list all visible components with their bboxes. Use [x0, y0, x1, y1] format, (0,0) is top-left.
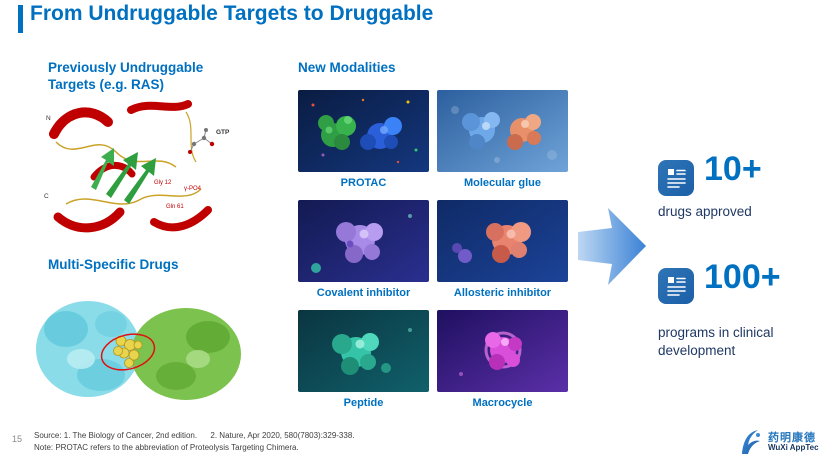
modalities-grid: PROTAC Molecular	[298, 90, 568, 414]
drugs-approved-value: 10+	[704, 150, 762, 188]
wuxi-apptec-logo-text: 药明康德 WuXi AppTec	[768, 432, 819, 453]
drugs-approved-icon	[658, 160, 694, 196]
clinical-programs-icon	[658, 268, 694, 304]
modality-tile-macrocycle: Macrocycle	[437, 310, 568, 414]
macrocycle-label: Macrocycle	[472, 397, 533, 409]
undruggable-targets-heading: Previously Undruggable Targets (e.g. RAS…	[48, 60, 204, 92]
annotation-gln61: Gln 61	[166, 204, 184, 210]
modality-tile-molecular-glue: Molecular glue	[437, 90, 568, 194]
molecular-glue-image	[437, 90, 568, 172]
annotation-gly12: Gly 12	[154, 180, 172, 186]
drugs-approved-label: drugs approved	[658, 204, 752, 219]
clinical-programs-value: 100+	[704, 258, 781, 296]
title-accent-bar	[18, 5, 23, 33]
logo-name-cn: 药明康德	[768, 431, 816, 444]
ras-protein-structure-image: N C GTP Gly 12 γ-PO4 Gln 61	[36, 92, 241, 252]
allosteric-inhibitor-label: Allosteric inhibitor	[453, 287, 552, 299]
covalent-inhibitor-label: Covalent inhibitor	[316, 287, 411, 299]
modality-tile-peptide: Peptide	[298, 310, 429, 414]
multispecific-drugs-image	[26, 279, 251, 417]
peptide-image	[298, 310, 429, 392]
covalent-inhibitor-image	[298, 200, 429, 282]
molecular-glue-label: Molecular glue	[463, 177, 542, 189]
allosteric-inhibitor-image	[437, 200, 568, 282]
macrocycle-image	[437, 310, 568, 392]
multispecific-drugs-heading: Multi-Specific Drugs	[48, 257, 179, 272]
new-modalities-heading: New Modalities	[298, 60, 396, 75]
peptide-label: Peptide	[343, 397, 384, 409]
right-arrow	[576, 200, 648, 292]
annotation-c: C	[44, 193, 49, 200]
modality-tile-covalent-inhibitor: Covalent inhibitor	[298, 200, 429, 304]
wuxi-apptec-logo: 药明康德 WuXi AppTec	[736, 427, 819, 457]
clinical-programs-label: programs in clinical development	[658, 325, 774, 358]
modality-tile-protac: PROTAC	[298, 90, 429, 194]
protac-image	[298, 90, 429, 172]
protac-label: PROTAC	[340, 177, 387, 189]
wuxi-apptec-logo-icon	[736, 427, 764, 457]
logo-name-en: WuXi AppTec	[768, 442, 819, 452]
footer-note: Note: PROTAC refers to the abbreviation …	[34, 443, 299, 452]
footer-source: Source: 1. The Biology of Cancer, 2nd ed…	[34, 431, 355, 440]
annotation-po4: γ-PO4	[184, 186, 202, 192]
annotation-gtp: GTP	[216, 129, 230, 136]
modality-tile-allosteric-inhibitor: Allosteric inhibitor	[437, 200, 568, 304]
page-title: From Undruggable Targets to Druggable	[30, 2, 434, 25]
page-number: 15	[12, 434, 23, 444]
annotation-n: N	[46, 115, 51, 122]
